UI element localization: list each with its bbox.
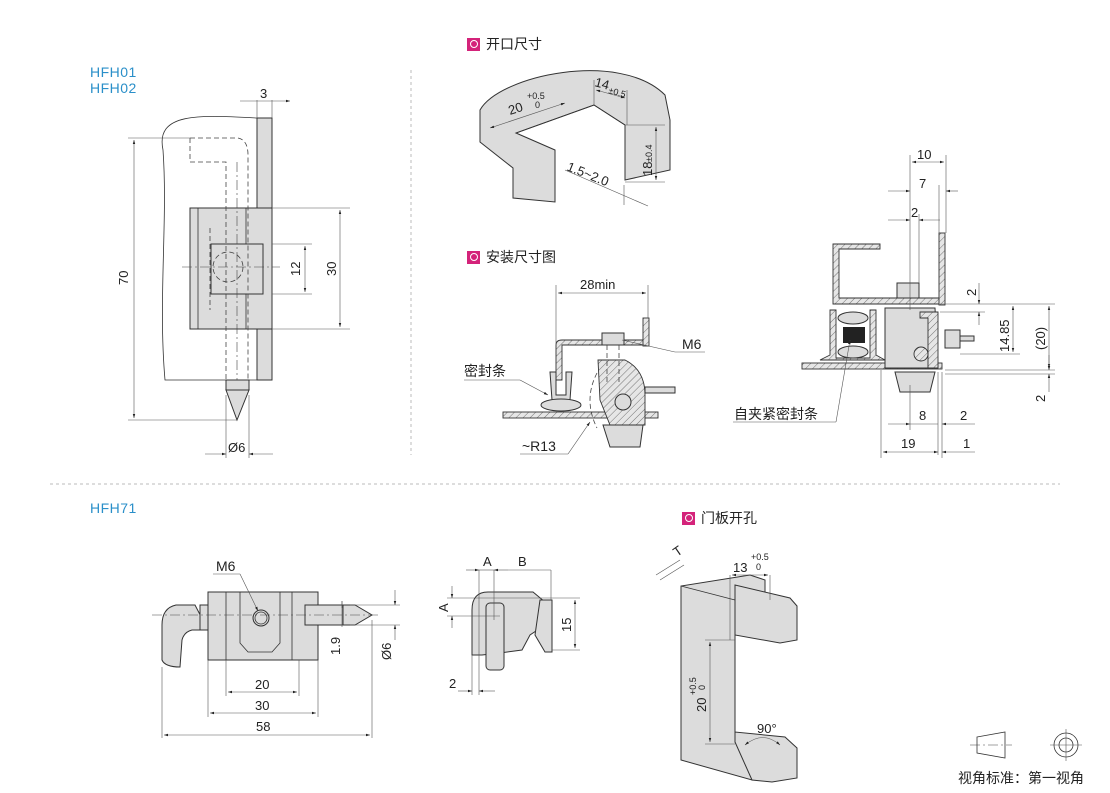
dim-8: 8 [919, 408, 926, 423]
dim-1: 1 [963, 436, 970, 451]
dim-sheet-thickness: 1.5~2.0 [565, 159, 611, 189]
dim-10: 10 [917, 147, 931, 162]
dim-a-side: A [436, 603, 451, 612]
dim-opening-depth-tol: ±0.5 [607, 85, 626, 99]
dim-angle: 90° [757, 721, 777, 736]
label-self-clamp-seal: 自夹紧密封条 [734, 406, 818, 422]
dim-min-space: 28min [580, 277, 615, 292]
label-screw-m6: M6 [682, 336, 702, 352]
dim-hole-height-tol-lower: 0 [697, 685, 707, 690]
pin [225, 379, 250, 391]
dim-7: 7 [919, 176, 926, 191]
label-radius: ~R13 [522, 438, 556, 454]
dim-hfh71-30: 30 [255, 698, 269, 713]
install-drawing: 28min M6 密封条 ~R13 [464, 277, 705, 455]
dim-hfh71-20: 20 [255, 677, 269, 692]
dim-14-85: 14.85 [997, 319, 1012, 352]
dim-2b: 2 [964, 289, 979, 296]
dim-a-top: A [483, 554, 492, 569]
dim-hole-width: 13 [733, 560, 747, 575]
dim-side-offset: 2 [449, 676, 456, 691]
dim-opening-height: 18 [640, 162, 655, 176]
dim-hole-height: 20 [694, 698, 709, 712]
section-title-text: 门板开孔 [701, 510, 757, 526]
pin-tip [225, 389, 250, 422]
dim-19: 19 [901, 436, 915, 451]
opening-drawing: 20 +0.5 0 14 ±0.5 18 ±0.4 1.5~2.0 [479, 70, 671, 207]
dim-side-height: 15 [559, 618, 574, 632]
projection-cone-icon [976, 731, 1006, 759]
dim-thickness: 3 [260, 86, 267, 101]
label-seal: 密封条 [464, 363, 506, 379]
section-title-text: 安装尺寸图 [486, 249, 556, 265]
dim-opening-width: 20 [506, 99, 524, 118]
dim-thickness-t: T [670, 543, 685, 560]
circle-bullet-icon [467, 250, 480, 264]
dim-hfh71-pin-dia: Ø6 [379, 643, 394, 660]
dim-pin-dia: Ø6 [228, 440, 245, 455]
section-title-door-hole: 门板开孔 [682, 508, 757, 528]
dim-2d: 2 [960, 408, 967, 423]
section-title-text: 开口尺寸 [486, 36, 542, 52]
projection-label: 视角标准：第一视角 [958, 770, 1084, 786]
dim-20-ref: (20) [1033, 327, 1048, 350]
section-title-opening: 开口尺寸 [467, 34, 542, 54]
section-title-install: 安装尺寸图 [467, 247, 556, 267]
dim-opening-depth: 14 [593, 74, 611, 92]
dim-hole-width-tol-lower: 0 [756, 562, 761, 572]
panel-outline [479, 70, 671, 203]
dim-hfh71-58: 58 [256, 719, 270, 734]
label-hfh71-screw: M6 [216, 558, 236, 574]
hfh71-drawing: M6 20 30 58 1.9 Ø6 [152, 558, 400, 738]
model-label-hfh71: HFH71 [90, 500, 137, 516]
side-view-drawing: A B A 15 2 [436, 554, 580, 695]
dim-hole-width-tol-upper: +0.5 [751, 552, 769, 562]
first-angle-projection-symbol [970, 729, 1082, 761]
hfh01-drawing: 3 70 30 12 Ø6 [116, 86, 350, 458]
pin-handle [161, 604, 209, 668]
dim-2c: 2 [1033, 395, 1048, 402]
dim-opening-height-tol: ±0.4 [644, 145, 654, 162]
dim-window: 12 [288, 262, 303, 276]
model-label-hfh02: HFH02 [90, 80, 137, 96]
dim-opening-width-tol-upper: +0.5 [527, 91, 545, 101]
dim-body: 30 [324, 262, 339, 276]
door-outline [161, 115, 258, 381]
dim-opening-width-tol-lower: 0 [535, 100, 540, 110]
circle-bullet-icon [682, 511, 695, 525]
hinge-window [210, 243, 264, 295]
door-hole-drawing: T 13 +0.5 0 20 +0.5 0 90° [655, 543, 798, 783]
section-drawing: 10 7 2 2 14.85 (20) 2 8 2 [733, 147, 1055, 458]
dim-height: 70 [116, 271, 131, 285]
circle-bullet-icon [467, 37, 480, 51]
dim-hole-height-tol-upper: +0.5 [688, 677, 698, 695]
dim-b-top: B [518, 554, 527, 569]
dim-hfh71-1-9: 1.9 [328, 637, 343, 655]
dim-2a: 2 [911, 205, 918, 220]
model-label-hfh01: HFH01 [90, 64, 137, 80]
